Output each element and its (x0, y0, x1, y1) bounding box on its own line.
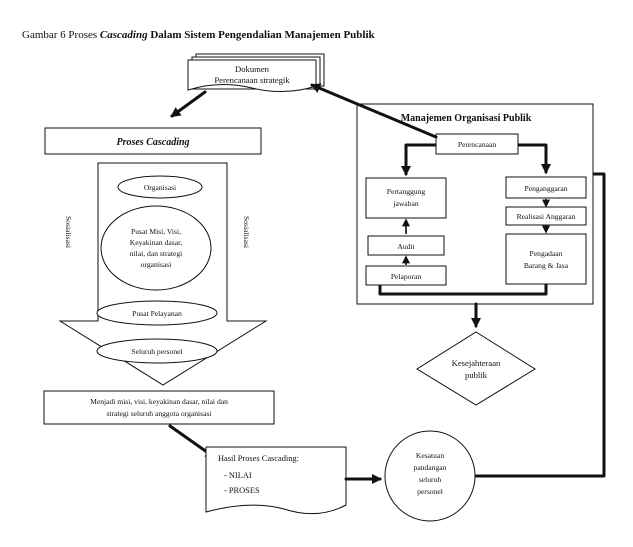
pengadaan-line-1: Pengadaan (530, 249, 563, 258)
menjadi-line-2: strategi seluruh anggota organisasi (106, 409, 211, 418)
pelaporan-label: Pelaporan (391, 272, 422, 281)
proses-cascading-label: Proses Cascading (116, 137, 189, 148)
figure-title: Gambar 6 Proses Cascading Dalam Sistem P… (22, 29, 376, 41)
proses-cascading-box: Proses Cascading (44, 127, 262, 155)
kesejahteraan-diamond: Kesejahteraan publik (416, 331, 536, 406)
cycle-bottom-line (378, 282, 548, 296)
pusat-misi-line-1: Pusat Misi, Visi, (131, 227, 181, 236)
pusat-pelayanan-ellipse: Pusat Pelayanan (96, 300, 218, 326)
kesejahteraan-line-1: Kesejahteraan (452, 358, 501, 368)
sosialisasi-right: Sosialisasi (242, 216, 251, 248)
hasil-item-nilai: - NILAI (224, 471, 252, 480)
dokumen-perencanaan-stack: Dokumen Perencanaan strategik (187, 53, 325, 93)
pertanggung-box: Pertanggung jawaban (365, 177, 447, 219)
audit-box: Audit (367, 235, 445, 256)
kesatuan-line-1: Kesatuan (416, 451, 444, 460)
organisasi-ellipse: Organisasi (117, 175, 203, 199)
kesejahteraan-line-2: publik (465, 370, 488, 380)
pusat-pelayanan-label: Pusat Pelayanan (132, 309, 182, 318)
organisasi-label: Organisasi (144, 183, 176, 192)
manajemen-title: Manajemen Organisasi Publik (401, 113, 532, 124)
realisasi-box: Realisasi Anggaran (505, 206, 587, 226)
arrow-perencanaan-left (400, 143, 438, 177)
realisasi-label: Realisasi Anggaran (517, 212, 576, 221)
dokumen-label: Dokumen (235, 64, 270, 74)
perencanaan-label: Perencanaan (458, 140, 497, 149)
hasil-title: Hasil Proses Cascading: (218, 454, 299, 463)
seluruh-personel-label: Seluruh personel (131, 347, 182, 356)
penganggaran-box: Penganggaran (505, 176, 587, 199)
kesatuan-line-3: seluruh (419, 475, 442, 484)
arrow-perencanaan-right (516, 143, 552, 175)
sosialisasi-left: Sosialisasi (64, 216, 73, 248)
perencanaan-box: Perencanaan (435, 133, 519, 155)
perencanaan-strategik-label: Perencanaan strategik (214, 75, 290, 85)
pusat-misi-ellipse: Pusat Misi, Visi, Keyakinan dasar, nilai… (100, 205, 212, 291)
seluruh-personel-ellipse: Seluruh personel (96, 338, 218, 364)
arrow-dokumen-to-proses (170, 90, 207, 118)
kesatuan-circle: Kesatuan pandangan seluruh personel (384, 430, 476, 522)
pengadaan-box: Pengadaan Barang & Jasa (505, 233, 587, 285)
hasil-proses-box: Hasil Proses Cascading: - NILAI - PROSES (205, 446, 347, 515)
pusat-misi-line-2: Keyakinan dasar, (130, 238, 183, 247)
pelaporan-box: Pelaporan (365, 265, 447, 286)
penganggaran-label: Penganggaran (524, 184, 567, 193)
pusat-misi-line-3: nilai, dan strategi (130, 249, 183, 258)
menjadi-line-1: Menjadi misi, visi, keyakinan dasar, nil… (90, 397, 228, 406)
pertanggung-line-1: Pertanggung (387, 187, 426, 196)
pusat-misi-line-4: organisasi (141, 260, 172, 269)
kesatuan-line-2: pandangan (414, 463, 447, 472)
pengadaan-line-2: Barang & Jasa (524, 261, 569, 270)
kesatuan-line-4: personel (417, 487, 443, 496)
audit-label: Audit (397, 242, 415, 251)
menjadi-misi-box: Menjadi misi, visi, keyakinan dasar, nil… (43, 390, 275, 425)
arrow-perencanaan-to-dokumen (310, 83, 438, 139)
pertanggung-line-2: jawaban (392, 199, 419, 208)
hasil-item-proses: - PROSES (224, 486, 260, 495)
